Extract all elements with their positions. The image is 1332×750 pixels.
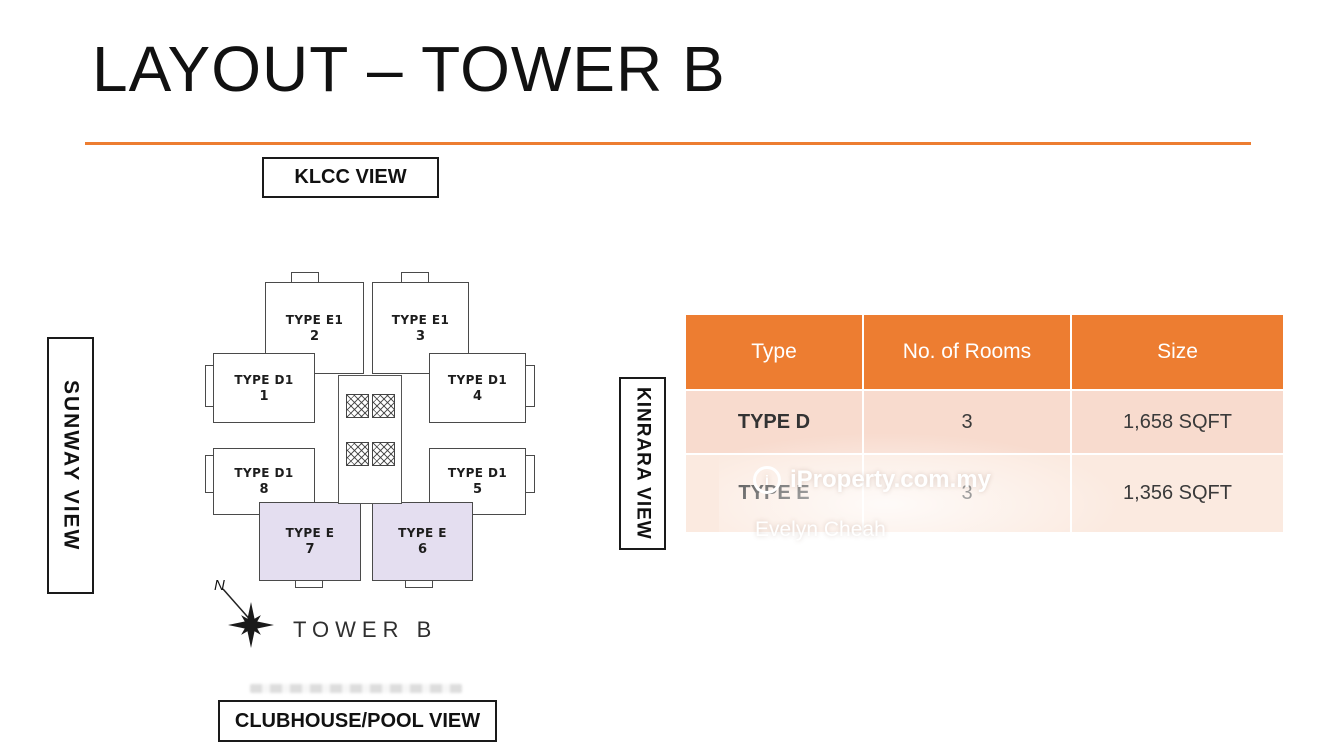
table-header-type: Type — [686, 315, 862, 389]
unit-types-table: Type No. of Rooms Size TYPE D 3 1,658 SQ… — [686, 315, 1283, 532]
lift-shaft-icon — [346, 394, 369, 418]
floorplan: TYPE E1 2 TYPE E1 3 TYPE D1 1 TYPE D1 4 … — [205, 265, 535, 695]
scan-artifact — [250, 684, 462, 693]
view-label-klcc: KLCC VIEW — [262, 157, 439, 198]
unit-type-label: TYPE D1 — [234, 372, 294, 387]
title-divider — [85, 142, 1251, 145]
unit-number: 5 — [472, 482, 483, 497]
lift-shaft-icon — [372, 394, 395, 418]
unit-type-label: TYPE D1 — [234, 466, 294, 480]
lift-shaft-icon — [346, 442, 369, 466]
view-label-kinrara: KINRARA VIEW — [619, 377, 666, 550]
unit-type-d1-4: TYPE D1 4 — [429, 353, 526, 423]
unit-number: 3 — [415, 328, 426, 344]
table-header-rooms: No. of Rooms — [864, 315, 1070, 389]
table-cell-type-d-size: 1,658 SQFT — [1072, 391, 1283, 453]
table-cell-type-d-rooms: 3 — [864, 391, 1070, 453]
unit-type-label: TYPE D1 — [447, 466, 508, 480]
table-cell-type-e: TYPE E — [686, 455, 862, 532]
compass-icon: N — [214, 577, 274, 648]
table-cell-type-e-rooms: 3 — [864, 455, 1070, 532]
lift-shaft-icon — [372, 442, 395, 466]
unit-type-label: TYPE E1 — [391, 312, 450, 327]
unit-type-e-6: TYPE E 6 — [372, 502, 473, 581]
unit-type-e-7: TYPE E 7 — [259, 502, 361, 581]
view-label-clubhouse-pool: CLUBHOUSE/POOL VIEW — [218, 700, 497, 742]
unit-number: 1 — [259, 388, 269, 404]
page-title: LAYOUT – TOWER B — [92, 33, 726, 105]
unit-number: 8 — [259, 482, 269, 497]
core-lift-lobby — [338, 375, 402, 504]
table-cell-type-e-size: 1,356 SQFT — [1072, 455, 1283, 532]
unit-type-label: TYPE D1 — [447, 372, 508, 387]
table-cell-type-d: TYPE D — [686, 391, 862, 453]
view-label-sunway: SUNWAY VIEW — [47, 337, 94, 594]
tower-label: TOWER B — [293, 617, 438, 642]
unit-number: 6 — [417, 542, 428, 557]
unit-type-d1-1: TYPE D1 1 — [213, 353, 315, 423]
unit-number: 7 — [305, 542, 315, 557]
unit-type-label: TYPE E — [285, 526, 335, 540]
unit-type-label: TYPE E — [398, 526, 447, 540]
unit-number: 4 — [472, 388, 483, 404]
unit-type-label: TYPE E1 — [285, 312, 344, 327]
compass-north-label: N — [214, 577, 225, 594]
unit-number: 2 — [309, 328, 320, 344]
table-header-size: Size — [1072, 315, 1283, 389]
